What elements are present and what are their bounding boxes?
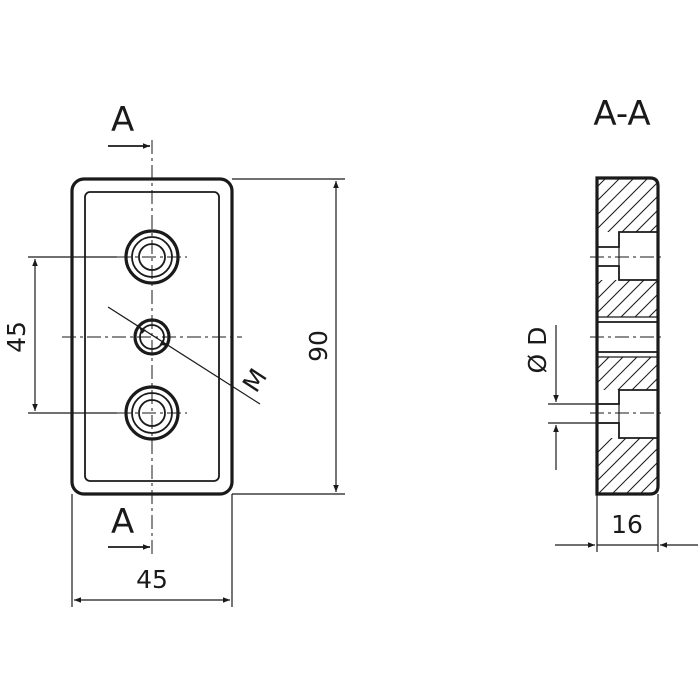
hatch-line [597,178,658,202]
front-view: A A M 90 45 45 [2,100,345,607]
width-dimension-label: 45 [136,565,168,594]
threaded-hole-center [133,318,171,356]
counterbore-hole-bottom [124,385,180,441]
hatch-line [597,574,658,635]
hatch-line [597,532,658,593]
section-thread-middle [597,316,658,358]
section-outline [595,176,660,496]
hatch-line [597,546,658,607]
hatch-line [597,447,658,494]
thickness-dimension-label: 16 [611,510,643,539]
section-view: A-A [523,94,698,649]
section-label-bottom: A [111,502,134,542]
hatch-line [597,178,658,216]
height-dimension-label: 90 [304,330,333,362]
diameter-label: Ø D [523,327,552,374]
hatch-line [597,560,658,621]
counterbore-hole-top [124,229,180,285]
hatch-line [597,475,658,494]
hatch-area [597,178,658,649]
section-label-top: A [111,100,134,140]
hole-spacing-dimension-label: 45 [2,321,31,353]
hatch-line [597,588,658,649]
section-view-title: A-A [593,94,650,134]
thread-leader [107,306,261,405]
hatch-line [597,433,658,494]
